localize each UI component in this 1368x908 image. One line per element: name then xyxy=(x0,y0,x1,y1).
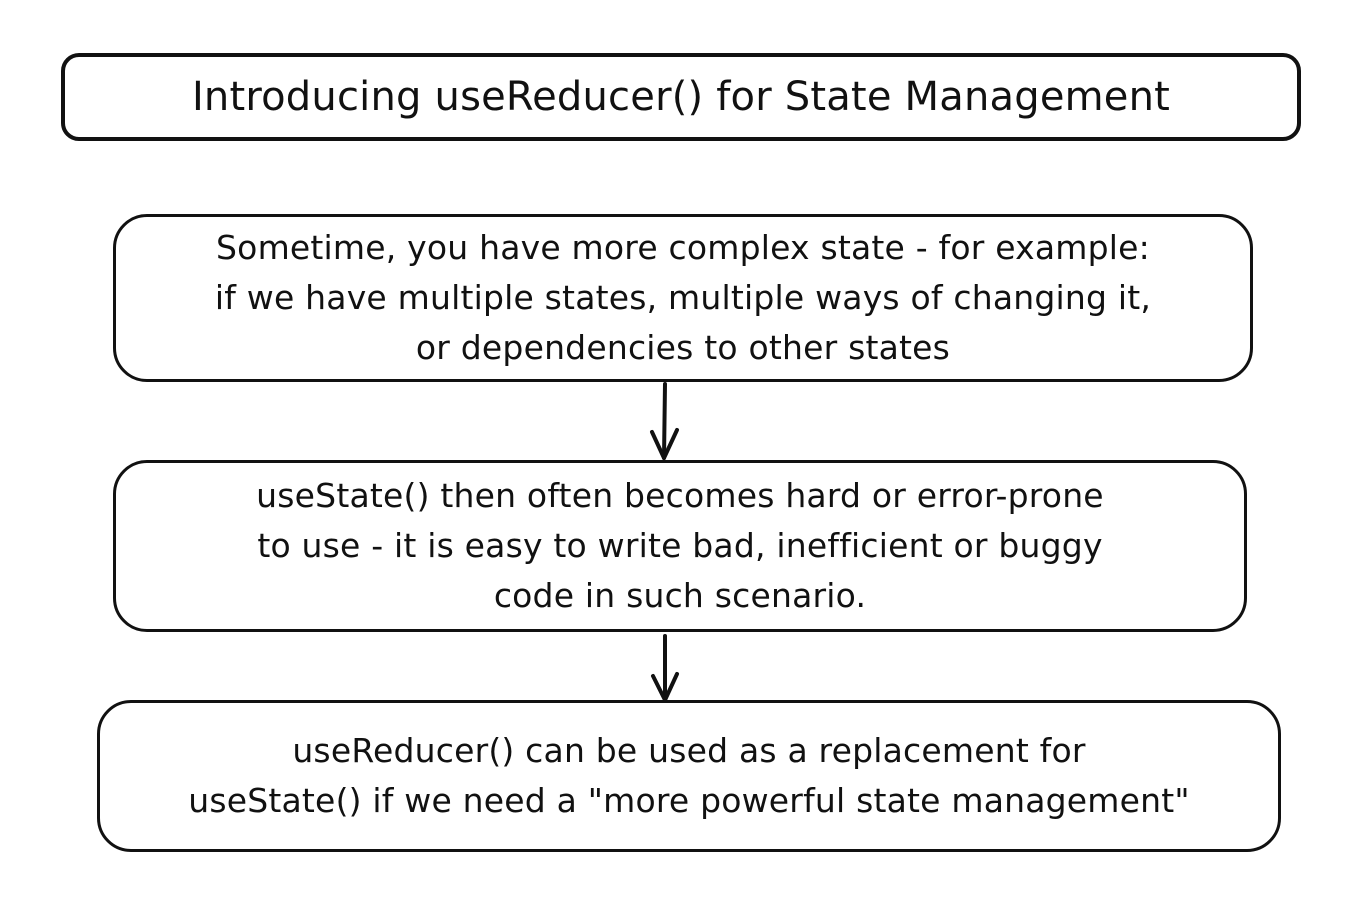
arrow-step-2-to-3 xyxy=(651,634,679,702)
step-box-3: useReducer() can be used as a replacemen… xyxy=(97,700,1281,852)
title-box: Introducing useReducer() for State Manag… xyxy=(61,53,1301,141)
diagram-title: Introducing useReducer() for State Manag… xyxy=(191,74,1171,120)
step-box-1: Sometime, you have more complex state - … xyxy=(113,214,1253,382)
step-text-3: useReducer() can be used as a replacemen… xyxy=(188,731,1190,820)
step-text-1: Sometime, you have more complex state - … xyxy=(214,228,1152,367)
arrow-step-1-to-2 xyxy=(650,382,679,460)
step-box-2: useState() then often becomes hard or er… xyxy=(113,460,1247,632)
step-text-2: useState() then often becomes hard or er… xyxy=(256,476,1104,615)
